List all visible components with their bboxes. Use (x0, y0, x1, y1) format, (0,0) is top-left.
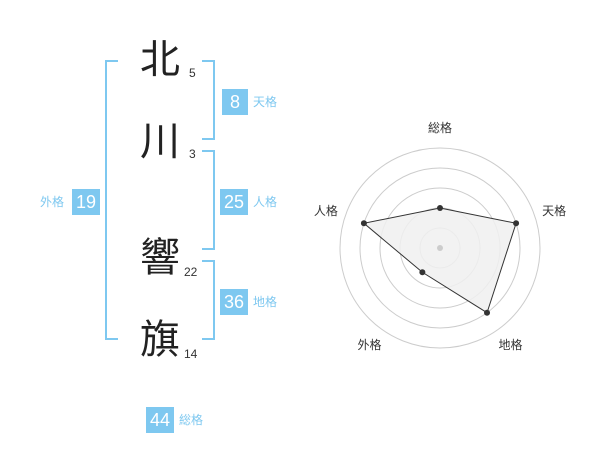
radar-axis-label-2: 地格 (499, 337, 523, 352)
radar-ring-4 (359, 167, 521, 329)
chikaku-bracket (202, 260, 215, 340)
name-char-1: 北 (140, 37, 180, 83)
jinkaku-bracket (202, 150, 215, 250)
radar-center-dot (437, 245, 443, 251)
radar-point-3 (419, 269, 426, 276)
soukaku-value: 44 (146, 407, 174, 433)
chikaku-value: 36 (220, 289, 248, 315)
tenkaku-label: 天格 (253, 95, 278, 109)
radar-area (362, 207, 517, 314)
gaikaku-value: 19 (72, 189, 100, 215)
stroke-count-1: 5 (189, 66, 196, 80)
stroke-count-2: 3 (189, 147, 196, 161)
soukaku-label: 総格 (179, 413, 204, 427)
stroke-count-4: 14 (184, 347, 198, 361)
radar-axis-label-3: 外格 (357, 337, 381, 352)
radar-point-0 (437, 205, 443, 211)
radar-point-1 (513, 220, 520, 227)
radar-ring-5 (339, 147, 541, 349)
chikaku-label: 地格 (253, 295, 278, 309)
gaikaku-bracket (105, 60, 118, 340)
jinkaku-value: 25 (220, 189, 248, 215)
radar-axis-label-0: 総格 (428, 120, 452, 135)
gaikaku-label: 外格 (40, 195, 65, 209)
radar-point-2 (484, 309, 491, 316)
name-char-4: 旗 (140, 317, 180, 363)
name-char-2: 川 (140, 119, 180, 165)
tenkaku-bracket (202, 60, 215, 140)
radar-point-4 (360, 220, 367, 227)
jinkaku-label: 人格 (253, 195, 278, 209)
tenkaku-value: 8 (222, 89, 248, 115)
radar-axis-label-1: 天格 (542, 203, 566, 218)
radar-axis-label-4: 人格 (314, 203, 338, 218)
stroke-count-3: 22 (184, 265, 198, 279)
name-char-3: 響 (140, 235, 180, 281)
